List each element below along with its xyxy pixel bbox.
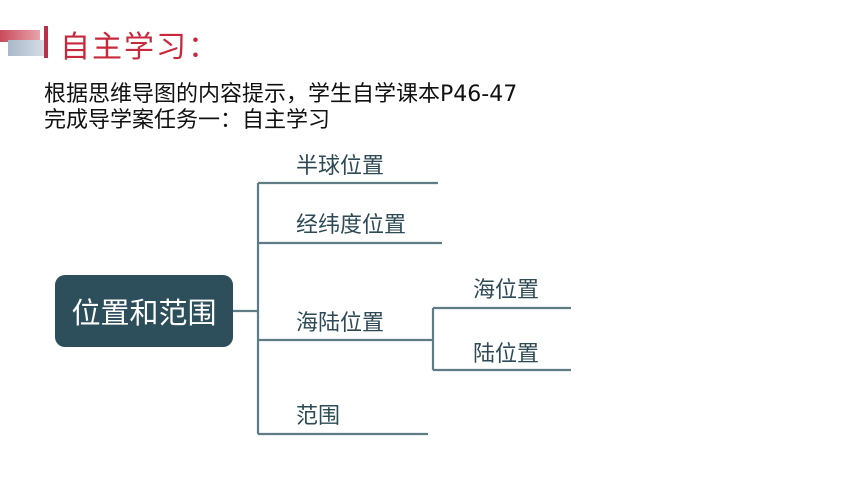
branch-node-hemisphere: 半球位置 [296, 154, 385, 179]
sub-node-land: 陆位置 [473, 342, 540, 367]
header-accent-bar [44, 26, 48, 58]
branch-node-landsea: 海陆位置 [296, 311, 385, 336]
intro-line-2: 完成导学案任务一：自主学习 [44, 108, 331, 133]
branch-node-latlon: 经纬度位置 [296, 213, 407, 238]
branch-node-extent: 范围 [296, 404, 341, 429]
intro-text: 根据思维导图的内容提示，学生自学课本P46-47 完成导学案任务一：自主学习 [44, 82, 517, 134]
intro-line-1: 根据思维导图的内容提示，学生自学课本P46-47 [44, 82, 518, 107]
header-stripe-decoration [0, 30, 40, 42]
sub-node-sea: 海位置 [473, 278, 540, 303]
header-stripe-decoration [8, 40, 46, 56]
page-title: 自主学习： [60, 30, 220, 65]
mindmap-root-node: 位置和范围 [55, 275, 233, 347]
